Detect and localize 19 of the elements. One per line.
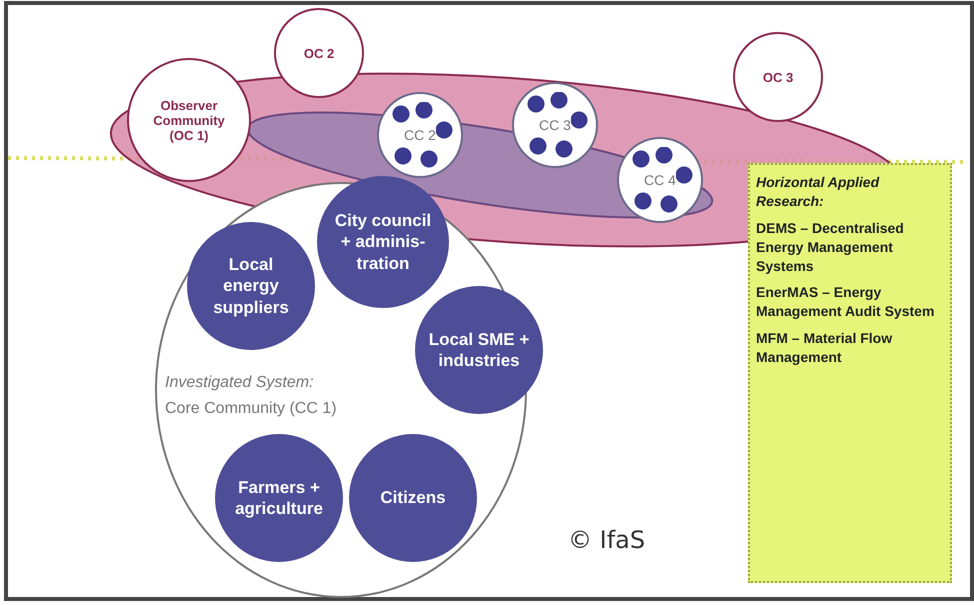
research-box <box>748 163 952 583</box>
circle-label: Observer Community (OC 1) <box>152 98 226 142</box>
circle-label: Local energy suppliers <box>212 254 290 318</box>
circle-label: CC 3 <box>539 117 571 133</box>
research-item: EnerMAS – Energy Management Audit System <box>756 283 936 322</box>
circle-label: City council + adminis- tration <box>334 210 432 274</box>
circle-label: OC 2 <box>304 46 334 60</box>
copyright-note: © IfaS <box>568 526 646 554</box>
circle-label: CC 4 <box>644 172 676 188</box>
research-item: MFM – Material Flow Management <box>756 329 894 368</box>
circle-label: OC 3 <box>762 70 794 84</box>
research-item: DEMS – Decentralised Energy Management Systems <box>756 218 905 276</box>
box-heading: Horizontal Applied Research: <box>756 173 880 211</box>
circle-label: Local SME + industries <box>428 328 530 372</box>
circle-label: Farmers + agriculture <box>234 476 324 520</box>
system-heading: Investigated System: <box>165 374 314 392</box>
circle-label: CC 2 <box>404 127 436 143</box>
circle-label: Citizens <box>380 487 446 509</box>
system-label: Core Community (CC 1) <box>165 400 337 418</box>
